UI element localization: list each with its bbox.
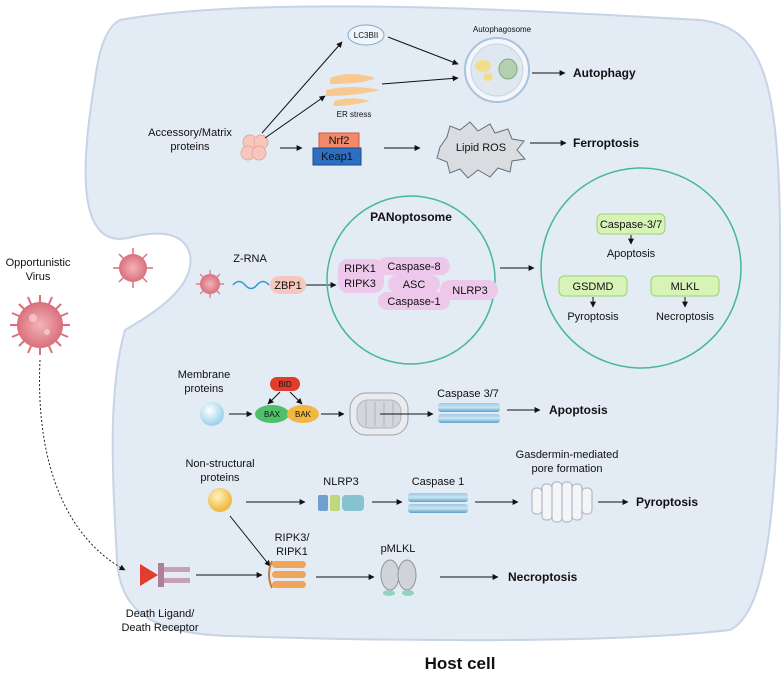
bid-badge: BID [270,377,300,391]
arrow-bid-bak [289,391,303,405]
arrow-er-autophagosome [381,75,459,85]
er-stress-icon [326,74,380,106]
membrane-label-1: Membrane [178,369,231,381]
caspase37-box: Caspase-3/7 [596,213,666,235]
panoptosome-title: PANoptosome [370,210,452,224]
bax-badge: BAX [255,405,289,423]
virus-label-1: Opportunistic [6,257,71,269]
keap1-box: Keap1 [312,147,362,166]
arrow-to-er [264,95,326,139]
apoptosis-outcome: Apoptosis [549,403,608,417]
membrane-protein-icon [200,402,224,426]
lipid-ros-label: Lipid ROS [456,142,506,154]
host-cell-title: Host cell [425,654,496,673]
necroptosis-sub: Necroptosis [656,311,715,323]
zrna-strand-icon [232,280,270,290]
ferroptosis-outcome: Ferroptosis [573,136,639,150]
nrf2-box: Nrf2 [318,132,360,149]
death-receptor-icon [140,563,190,587]
arrow-to-lc3 [261,41,343,134]
outcomes-circle [540,167,742,369]
pmlkl-label: pMLKL [381,543,416,555]
gasdermin-pore-icon [531,481,593,523]
nrf2-label: Nrf2 [329,135,350,147]
autophagy-outcome: Autophagy [573,66,636,80]
zrna-label: Z-RNA [233,253,267,265]
lc3-label: LC3BII [354,31,378,40]
pyroptosis-outcome: Pyroptosis [636,495,698,509]
caspase1-row-label: Caspase 1 [412,476,465,488]
accessory-protein-cluster-icon [240,134,269,161]
keap1-label: Keap1 [321,151,353,163]
gsdmd-box: GSDMD [558,275,628,297]
nlrp3-label: NLRP3 [452,285,487,297]
ripk3-label: RIPK3 [344,278,376,290]
host-cell-membrane [84,5,782,642]
apoptosis-sub: Apoptosis [607,248,656,260]
panoptosome-circle [326,195,496,365]
bax-label: BAX [264,410,281,419]
caspase37-barrel-icon [438,403,500,423]
caspase1-barrel-icon [408,493,468,513]
caspase8-label: Caspase-8 [387,261,440,273]
mlkl-label: MLKL [671,281,700,293]
bid-label: BID [278,380,292,389]
necroptosis-outcome: Necroptosis [508,570,578,584]
mlkl-box: MLKL [650,275,720,297]
mitochondrion-icon [349,392,409,436]
virus-label-2: Virus [26,271,51,283]
bak-label: BAK [295,410,312,419]
virus-particle-medium [113,248,153,288]
nlrp3-row-label: NLRP3 [323,476,358,488]
nonstructural-protein-icon [208,488,232,512]
gasdermin-label-2: pore formation [532,463,603,475]
nonstructural-label-2: proteins [200,472,240,484]
nlrp3-inflammasome-icon [318,495,364,511]
ripk-row-label-2: RIPK1 [276,546,308,558]
zbp1-badge: ZBP1 [270,276,306,294]
panoptosome-complex: RIPK1 RIPK3 Caspase-8 ASC Caspase-1 NLRP… [338,257,498,310]
ripk-row-label-1: RIPK3/ [275,532,311,544]
lc3-badge: LC3BII [347,24,385,46]
gsdmd-label: GSDMD [573,281,614,293]
pmlkl-icon [380,559,417,596]
caspase37-row-label: Caspase 3/7 [437,388,499,400]
caspase1-label: Caspase-1 [387,296,440,308]
accessory-label-2: proteins [170,141,210,153]
death-ligand-label-2: Death Receptor [121,622,198,634]
ripk-fibril-icon [268,560,306,589]
asc-label: ASC [403,279,426,291]
arrow-bid-bax [267,391,281,405]
ripk1-label: RIPK1 [344,263,376,275]
arrow-lc3-autophagosome [387,36,459,65]
virus-particle-small [196,270,224,298]
accessory-label-1: Accessory/Matrix [148,127,232,139]
nonstructural-label-1: Non-structural [185,458,254,470]
zbp1-label: ZBP1 [274,280,302,292]
autophagosome-icon [464,37,530,103]
virus-particle-large [10,295,70,355]
gasdermin-label-1: Gasdermin-mediated [516,449,619,461]
membrane-label-2: proteins [184,383,224,395]
lipid-ros-burst: Lipid ROS [436,121,526,179]
bak-badge: BAK [287,405,319,423]
caspase37-label: Caspase-3/7 [600,219,662,231]
death-ligand-label-1: Death Ligand/ [126,608,195,620]
er-stress-label: ER stress [337,110,372,119]
pyroptosis-sub: Pyroptosis [567,311,619,323]
arrow-nonstructural-ripk [229,515,271,567]
autophagosome-label: Autophagosome [473,25,532,34]
virus-to-receptor-dashed-arrow [39,359,126,571]
